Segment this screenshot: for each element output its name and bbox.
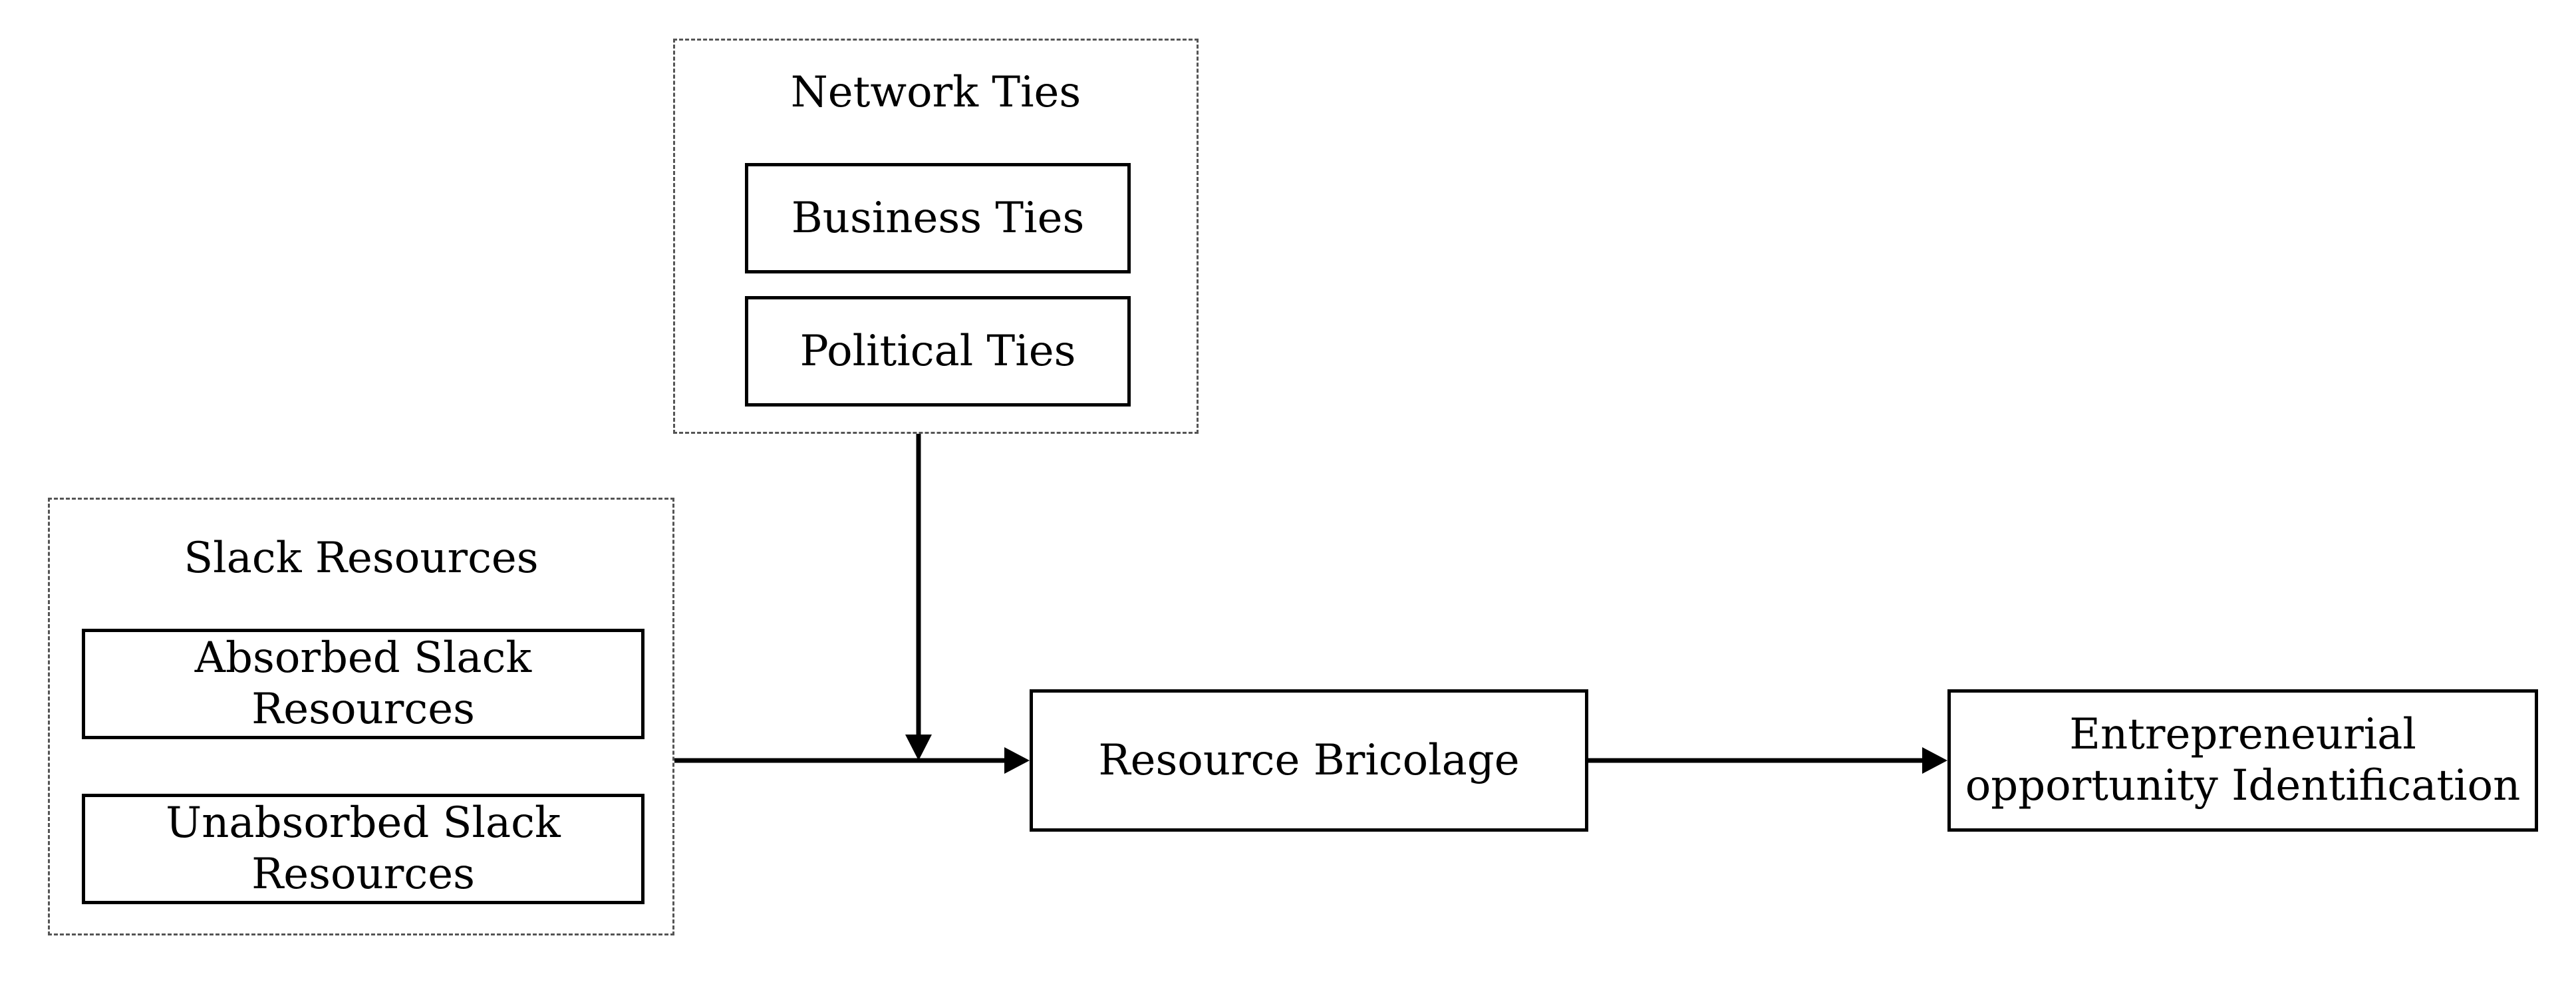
arrow-network-ties-moderation (905, 434, 932, 760)
arrow-bricolage-to-opportunity (1588, 747, 1947, 774)
absorbed-slack-label: Absorbed Slack Resources (194, 633, 532, 734)
political-ties-label: Political Ties (799, 326, 1076, 376)
opportunity-identification-box: Entrepreneurial opportunity Identificati… (1947, 689, 2538, 832)
slack-resources-title: Slack Resources (184, 534, 539, 583)
business-ties-box: Business Ties (745, 163, 1131, 273)
resource-bricolage-box: Resource Bricolage (1030, 689, 1588, 832)
slack-resources-group: Slack Resources Absorbed Slack Resources… (48, 498, 674, 935)
network-ties-group: Network Ties Business Ties Political Tie… (673, 39, 1199, 434)
unabsorbed-slack-box: Unabsorbed Slack Resources (82, 794, 644, 904)
political-ties-box: Political Ties (745, 296, 1131, 407)
absorbed-slack-box: Absorbed Slack Resources (82, 629, 644, 739)
unabsorbed-slack-label: Unabsorbed Slack Resources (166, 798, 561, 899)
business-ties-label: Business Ties (791, 193, 1085, 243)
network-ties-title: Network Ties (790, 68, 1081, 117)
opportunity-identification-label: Entrepreneurial opportunity Identificati… (1965, 710, 2521, 810)
resource-bricolage-label: Resource Bricolage (1098, 735, 1520, 785)
arrow-slack-to-bricolage (674, 747, 1030, 774)
